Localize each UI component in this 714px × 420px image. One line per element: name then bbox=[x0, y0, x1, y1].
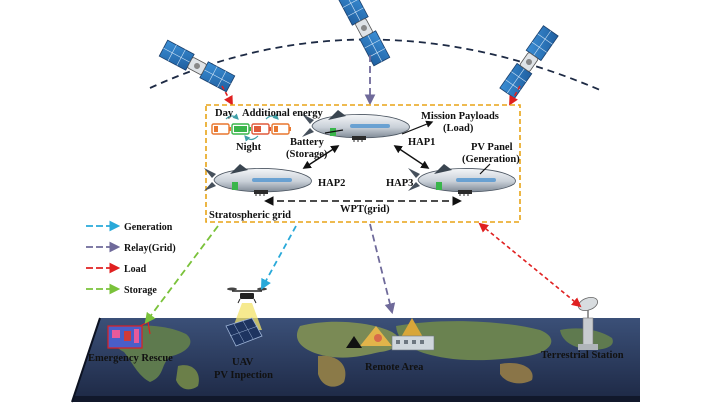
battery-full-icon bbox=[231, 123, 252, 135]
pv-panel-label: PV Panel bbox=[471, 142, 513, 153]
link-generation-uav bbox=[260, 225, 297, 290]
link-payload bbox=[401, 120, 434, 135]
hap3-airship-icon bbox=[407, 163, 516, 197]
battery-label: Battery bbox=[290, 137, 325, 148]
additional-energy-label: Additional energy bbox=[242, 108, 324, 119]
link-pv-panel bbox=[479, 163, 491, 175]
stratospheric-grid-box bbox=[205, 104, 521, 223]
link-sat-right-load bbox=[509, 85, 521, 106]
battery-mid-icon bbox=[251, 123, 272, 135]
link-battery bbox=[324, 129, 344, 134]
remote-area-label: Remote Area bbox=[365, 362, 424, 373]
terrestrial-station-label: Terrestrial Station bbox=[541, 350, 624, 361]
hap3-label: HAP3 bbox=[386, 178, 413, 189]
stratospheric-grid-label: Stratospheric grid bbox=[209, 210, 291, 221]
battery-low2-icon bbox=[271, 123, 292, 135]
uav-label: UAV bbox=[232, 357, 254, 368]
earth-map bbox=[71, 317, 640, 403]
pv-inspection-label: PV Inpection bbox=[214, 370, 273, 381]
link-storage-emergency bbox=[144, 225, 219, 324]
legend-generation-label: Generation bbox=[124, 222, 173, 233]
solar-panel-icon bbox=[225, 317, 263, 347]
wpt-label: WPT(grid) bbox=[340, 204, 390, 215]
link-hap1-hap3 bbox=[393, 145, 430, 169]
satellite-right-icon bbox=[499, 25, 559, 99]
night-arrow bbox=[244, 135, 259, 142]
legend-load-label: Load bbox=[124, 264, 147, 275]
hap2-airship-icon bbox=[203, 163, 312, 197]
additional-energy-arrow bbox=[265, 113, 279, 120]
mission-payloads-load-label: (Load) bbox=[443, 123, 474, 134]
legend: Generation Relay(Grid) Load Storage bbox=[86, 220, 176, 296]
emergency-rescue-label: Emergency Rescue bbox=[88, 353, 173, 364]
satellite-center-icon bbox=[337, 0, 391, 67]
battery-storage-label: (Storage) bbox=[286, 149, 328, 160]
day-arrow bbox=[225, 113, 239, 120]
battery-low-icon bbox=[211, 123, 232, 135]
emergency-rescue-icon bbox=[107, 321, 151, 349]
legend-storage-label: Storage bbox=[124, 285, 157, 296]
mission-payloads-label: Mission Payloads bbox=[421, 111, 499, 122]
day-label: Day bbox=[215, 108, 234, 119]
link-relay-remote bbox=[369, 223, 396, 315]
remote-area-icon bbox=[346, 318, 435, 351]
link-sat-left-load bbox=[221, 85, 233, 106]
terrestrial-station-icon bbox=[577, 297, 599, 350]
night-label: Night bbox=[236, 142, 262, 153]
hap2-label: HAP2 bbox=[318, 178, 345, 189]
pv-panel-generation-label: (Generation) bbox=[462, 154, 520, 165]
link-hap2-hap1 bbox=[302, 145, 340, 169]
hap1-label: HAP1 bbox=[408, 137, 435, 148]
satellite-left-icon bbox=[158, 39, 236, 93]
link-load-terrestrial bbox=[478, 222, 582, 308]
legend-relay-label: Relay(Grid) bbox=[124, 243, 176, 254]
